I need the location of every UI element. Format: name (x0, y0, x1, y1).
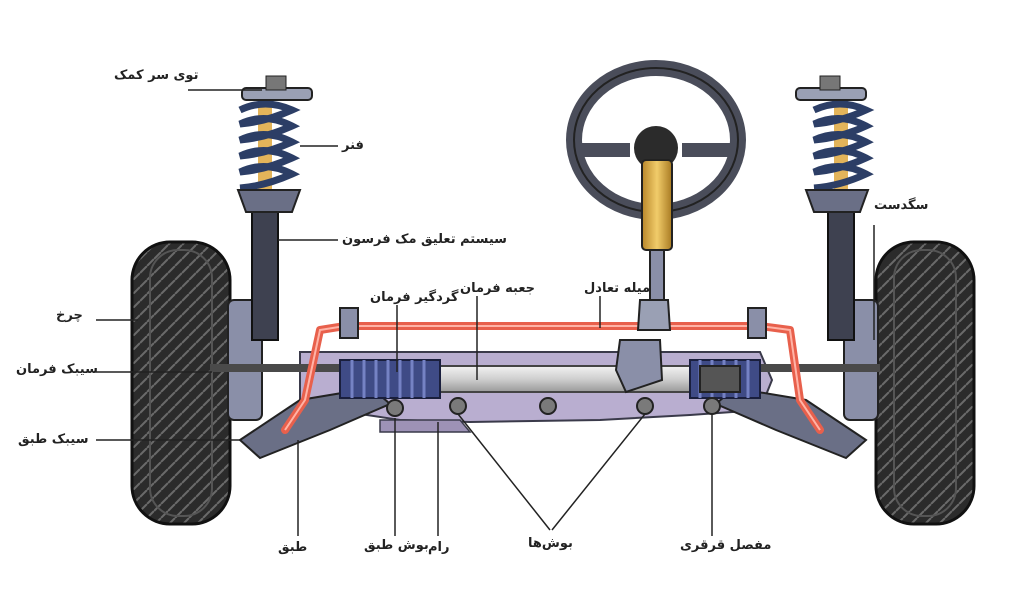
label-lower-ball-joint: سیبک طبق (18, 432, 89, 447)
left-spring (236, 75, 313, 213)
universal-joint (699, 365, 741, 393)
label-arm-bushing: بوش طبق (364, 538, 429, 553)
label-steering-rack: جعبه فرمان (460, 281, 536, 296)
steering-boot-left (339, 359, 441, 399)
right-wheel (874, 240, 976, 526)
steering-column (641, 159, 673, 251)
label-control-arm: طبق (278, 540, 308, 555)
label-universal-joint: مفصل قرقری (680, 538, 772, 553)
label-strut-mount: توی سر کمک (114, 68, 199, 83)
bushing-bolts (386, 397, 721, 417)
label-spring: فنر (342, 138, 364, 153)
right-spring (795, 75, 875, 213)
label-knuckle: سگدست (874, 198, 929, 213)
label-subframe: رام (428, 540, 450, 555)
label-macpherson: سیستم تعلیق مک فرسون (342, 232, 507, 247)
label-steering-boot: گردگیر فرمان (370, 290, 459, 305)
label-wheel: چرخ (56, 308, 83, 323)
left-wheel (130, 240, 232, 526)
label-bushings: بوش‌ها (528, 536, 573, 551)
label-tie-rod: سیبک فرمان (16, 362, 98, 377)
label-stabilizer-bar: میله تعادل (584, 281, 651, 296)
